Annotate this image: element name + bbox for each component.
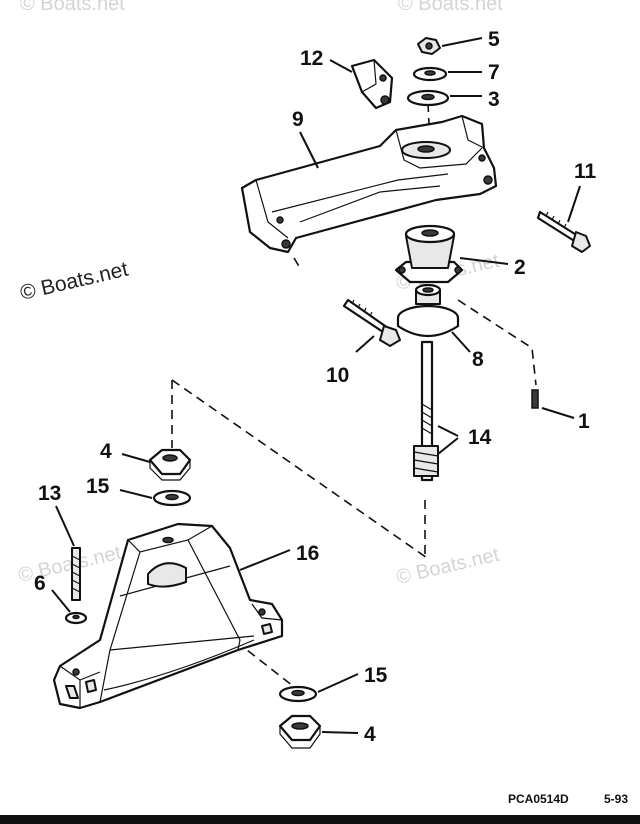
callouts: 5 7 3 12 9 11 2 10 8 1 14 4 15 13 6 16 1… (34, 28, 597, 746)
watermark-left: © Boats.net (18, 258, 131, 305)
washer-part-15-lower (278, 685, 318, 703)
callout-2: 2 (514, 256, 526, 279)
callout-7: 7 (488, 61, 500, 84)
nut-part-5 (417, 37, 441, 55)
part-code: PCA0514D (508, 792, 569, 806)
callout-13: 13 (38, 482, 61, 505)
callout-8: 8 (472, 348, 484, 371)
callout-1: 1 (578, 410, 590, 433)
callout-16: 16 (296, 542, 319, 565)
washer-part-7 (412, 66, 448, 82)
revision-date: 5-93 (604, 792, 628, 806)
mount-base-part-8 (396, 283, 460, 337)
nut-part-4-upper (148, 448, 192, 481)
washer-part-6 (64, 611, 88, 625)
watermark-bottom-right: © Boats.net (394, 544, 501, 589)
callout-5: 5 (488, 28, 500, 51)
callout-10: 10 (326, 364, 349, 387)
bolt-part-1 (531, 389, 539, 409)
screw-part-13 (71, 547, 81, 601)
upper-bracket-part-9 (240, 114, 498, 254)
stud-part-14 (413, 340, 439, 482)
callout-9: 9 (292, 108, 304, 131)
washer-part-3 (406, 89, 450, 107)
callout-4-lower: 4 (364, 723, 376, 746)
washer-part-15-upper (152, 489, 192, 507)
leader-lines (51, 37, 581, 734)
rubber-mount-part-2 (394, 224, 464, 284)
callout-4-upper: 4 (100, 440, 112, 463)
callout-15-lower: 15 (364, 664, 388, 687)
bottom-rule (0, 815, 640, 824)
callout-3: 3 (488, 88, 500, 111)
callout-12: 12 (300, 47, 323, 70)
callout-6: 6 (34, 572, 46, 595)
callout-11: 11 (574, 160, 597, 183)
watermark-top-left: © Boats.net (20, 0, 125, 15)
watermark-bottom-left: © Boats.net (16, 542, 123, 587)
clamp-bracket-part-12 (350, 58, 394, 110)
footer: PCA0514D 5-93 (508, 792, 628, 806)
bolt-part-10 (342, 298, 401, 347)
callout-15-upper: 15 (86, 475, 110, 498)
nut-part-4-lower (278, 714, 322, 749)
callout-14: 14 (468, 426, 492, 449)
watermark-top-right: © Boats.net (398, 0, 503, 15)
bolt-part-11 (536, 210, 591, 253)
lower-bracket-part-16 (52, 522, 284, 710)
